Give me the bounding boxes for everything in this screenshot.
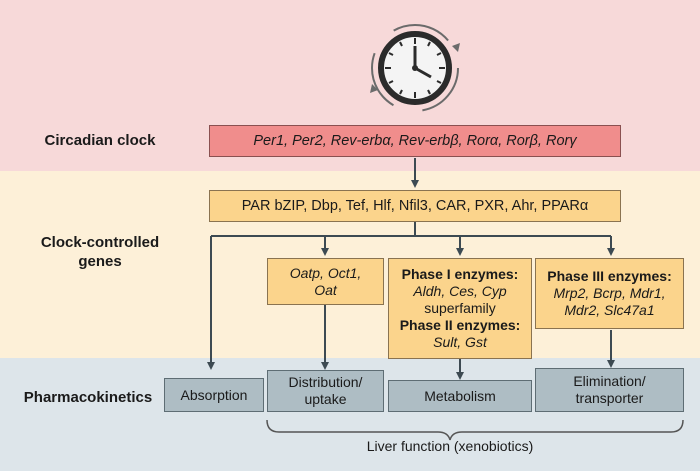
uptake-transporters-box: Oatp, Oct1, Oat [267, 258, 384, 305]
uptake-transporters-line2: Oat [314, 281, 337, 298]
liver-function-brace [266, 419, 684, 441]
clock-icon [370, 24, 460, 112]
uptake-transporters-line1: Oatp, Oct1, [289, 264, 362, 281]
phase-1-superfamily: superfamily [424, 300, 496, 316]
phase-1-2-enzymes-box: Phase I enzymes: Aldh, Ces, Cyp superfam… [388, 258, 532, 359]
row-label-pharmacokinetics: Pharmacokinetics [23, 389, 153, 406]
phase-3-genes-line2: Mdr2, Slc47a1 [564, 302, 655, 318]
phase-3-genes-line1: Mrp2, Bcrp, Mdr1, [553, 285, 666, 301]
row-label-clock-controlled-genes: Clock-controlled genes [15, 233, 185, 271]
elimination-transporter-box: Elimination/ transporter [535, 368, 684, 412]
phase-2-title: Phase II enzymes: [399, 317, 521, 333]
absorption-box: Absorption [164, 378, 264, 412]
phase-1-genes: Aldh, Ces, Cyp [413, 283, 507, 299]
liver-function-label: Liver function (xenobiotics) [366, 438, 534, 454]
row-label-genes-line1: Clock-controlled [40, 234, 160, 251]
metabolism-box: Metabolism [388, 380, 532, 412]
clock-controlled-genes-box: PAR bZIP, Dbp, Tef, Hlf, Nfil3, CAR, PXR… [209, 190, 621, 222]
row-label-circadian-clock: Circadian clock [44, 132, 156, 149]
distribution-line1: Distribution/ [288, 374, 363, 390]
distribution-line2: uptake [304, 391, 347, 407]
phase-2-genes: Sult, Gst [433, 334, 487, 350]
core-clock-genes-box: Per1, Per2, Rev-erbα, Rev-erbβ, Rorα, Ro… [209, 125, 621, 157]
phase-3-enzymes-box: Phase III enzymes: Mrp2, Bcrp, Mdr1, Mdr… [535, 258, 684, 329]
distribution-uptake-box: Distribution/ uptake [267, 370, 384, 412]
phase-3-title: Phase III enzymes: [547, 268, 672, 284]
elimination-line2: transporter [575, 390, 644, 406]
elimination-line1: Elimination/ [573, 373, 646, 389]
phase-1-title: Phase I enzymes: [401, 266, 519, 282]
row-label-genes-line2: genes [78, 253, 122, 270]
